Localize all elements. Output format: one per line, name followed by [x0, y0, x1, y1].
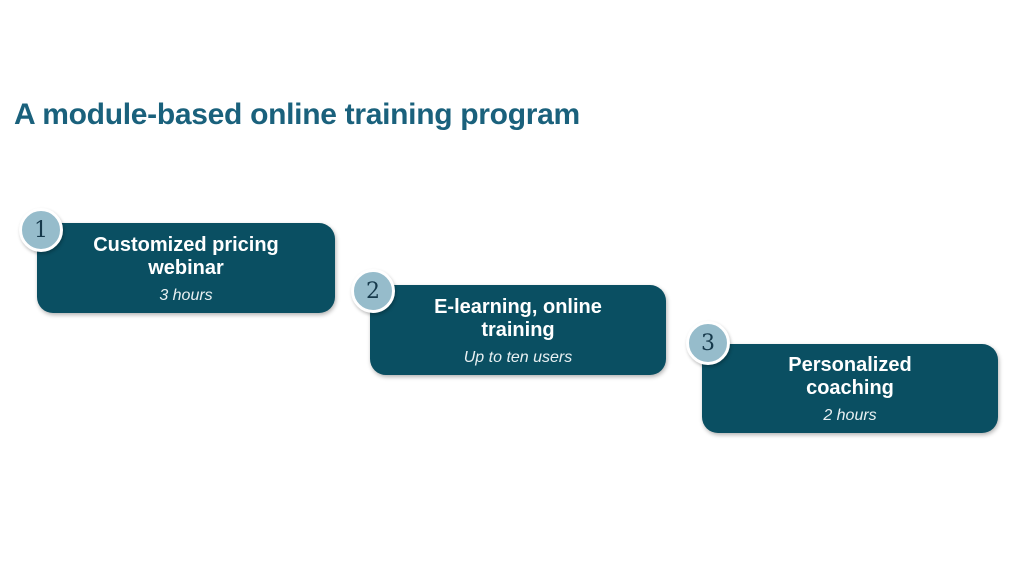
step-3-card: Personalized coaching 2 hours	[702, 344, 998, 433]
step-1-title: Customized pricing webinar	[93, 233, 279, 279]
step-3-number-badge: 3	[686, 321, 730, 365]
step-2-title: E-learning, online training	[434, 295, 602, 341]
step-1-card: Customized pricing webinar 3 hours	[37, 223, 335, 313]
step-3-subtitle: 2 hours	[823, 407, 877, 424]
step-2-number: 2	[366, 278, 380, 304]
page-title: A module-based online training program	[14, 98, 580, 131]
step-1-number-badge: 1	[19, 208, 63, 252]
step-1-subtitle: 3 hours	[159, 286, 213, 304]
step-2-subtitle: Up to ten users	[463, 348, 573, 366]
step-2-number-badge: 2	[351, 269, 395, 313]
step-1-number: 1	[34, 217, 48, 243]
step-3-title: Personalized coaching	[788, 354, 912, 399]
step-3-number: 3	[701, 330, 715, 356]
step-2-card: E-learning, online training Up to ten us…	[370, 285, 666, 375]
